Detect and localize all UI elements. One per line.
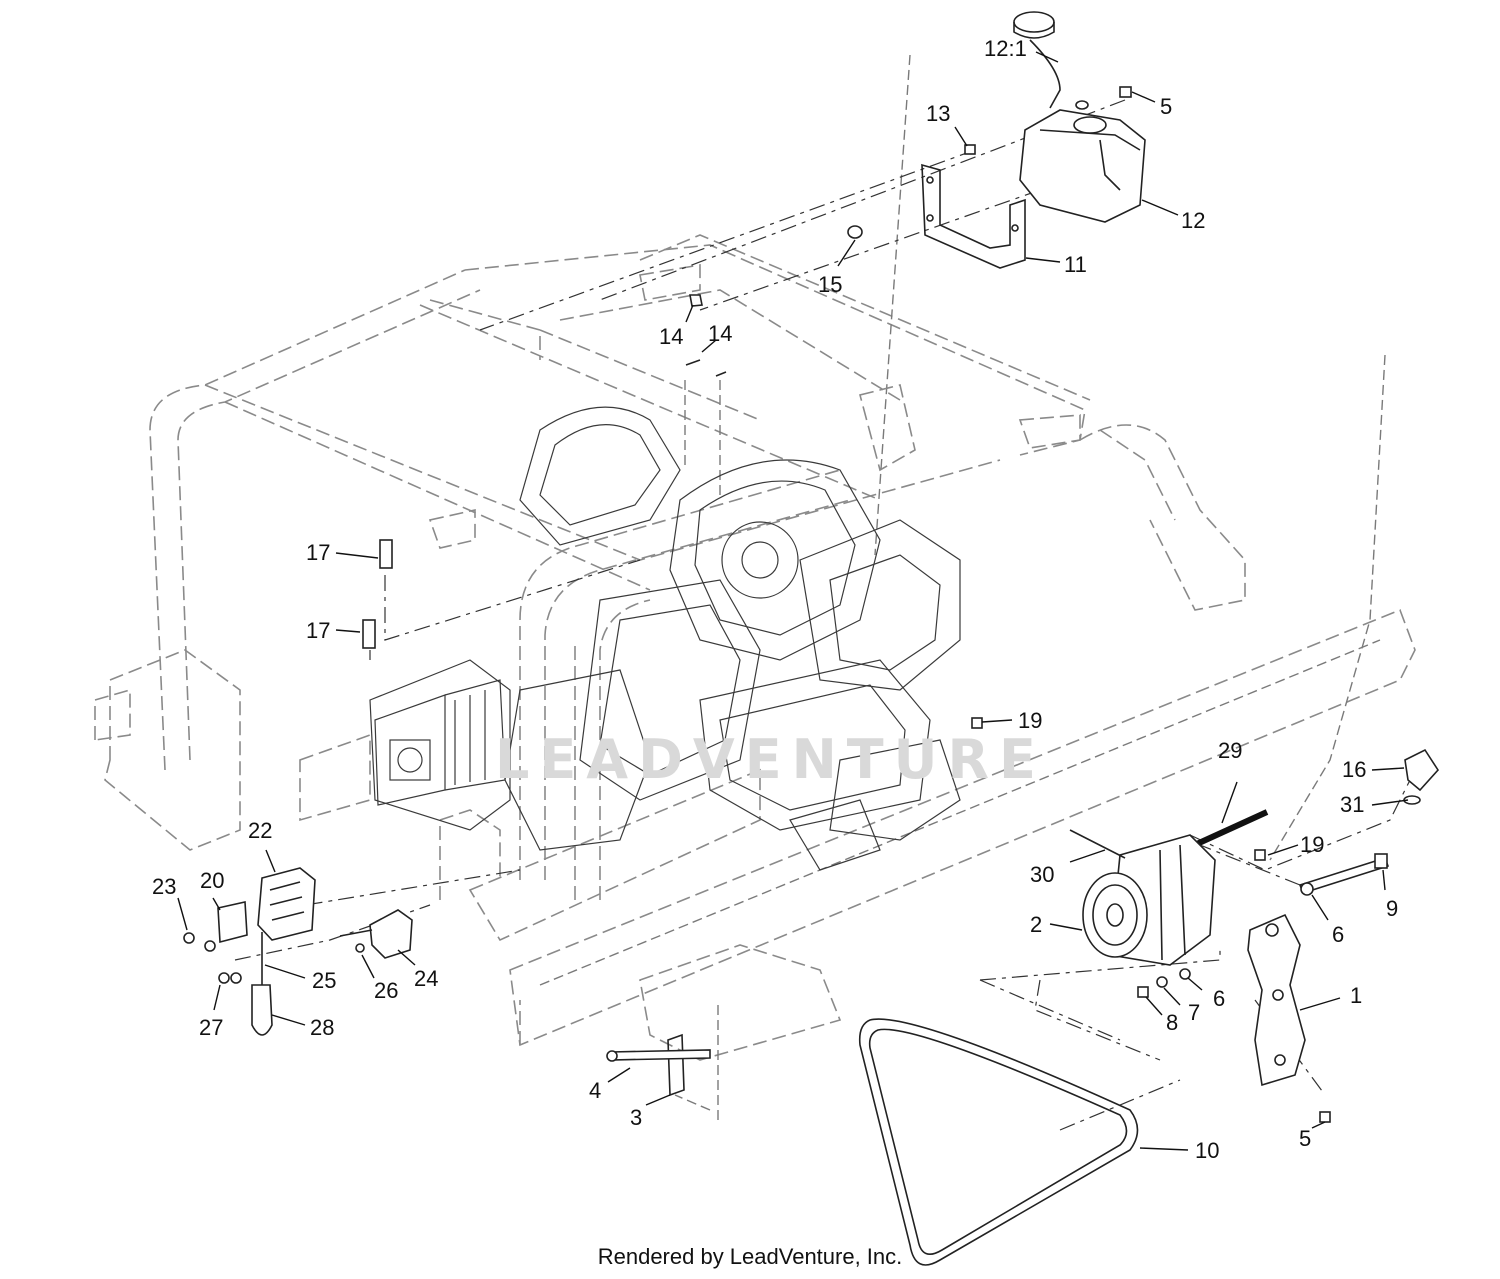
callout-7: 7 bbox=[1188, 1000, 1200, 1025]
bolt-9 bbox=[1298, 853, 1390, 896]
callout-26: 26 bbox=[374, 978, 398, 1003]
leader-lines bbox=[177, 51, 1409, 1151]
callout-29: 29 bbox=[1218, 738, 1242, 763]
callout-9: 9 bbox=[1386, 896, 1398, 921]
callout-6-a: 6 bbox=[1332, 922, 1344, 947]
callout-30: 30 bbox=[1030, 862, 1054, 887]
lower-bracket bbox=[606, 1033, 711, 1097]
callout-10: 10 bbox=[1195, 1138, 1219, 1163]
callout-15: 15 bbox=[818, 272, 842, 297]
callout-20: 20 bbox=[200, 868, 224, 893]
callout-16: 16 bbox=[1342, 757, 1366, 782]
engine-assembly bbox=[369, 406, 961, 871]
callout-11: 11 bbox=[1064, 252, 1087, 277]
coolant-tank-cap bbox=[1013, 11, 1061, 109]
control-module bbox=[217, 867, 316, 944]
coolant-tank bbox=[1019, 100, 1146, 223]
callout-19-a: 19 bbox=[1018, 708, 1042, 733]
callout-19-b: 19 bbox=[1300, 832, 1324, 857]
tank-bracket bbox=[921, 163, 1026, 269]
callout-labels: 12:1 5 13 12 11 15 14 14 17 17 19 16 29 … bbox=[152, 36, 1398, 1163]
footer-credit: Rendered by LeadVenture, Inc. bbox=[598, 1244, 903, 1269]
assembly-lines bbox=[234, 99, 1411, 1131]
callout-6-b: 6 bbox=[1213, 986, 1225, 1011]
callout-12: 12 bbox=[1181, 208, 1205, 233]
callout-8: 8 bbox=[1166, 1010, 1178, 1035]
callout-2: 2 bbox=[1030, 912, 1042, 937]
elbow-fitting bbox=[1403, 748, 1440, 805]
callout-5-bottom: 5 bbox=[1299, 1126, 1311, 1151]
actuator bbox=[339, 909, 413, 959]
drive-belt bbox=[858, 1018, 1139, 1266]
callout-14-a: 14 bbox=[659, 324, 683, 349]
callout-13: 13 bbox=[926, 101, 950, 126]
compressor-bracket bbox=[1247, 913, 1306, 1087]
callout-28: 28 bbox=[310, 1015, 334, 1040]
callout-27: 27 bbox=[199, 1015, 223, 1040]
hardware bbox=[362, 86, 1331, 1123]
callout-1: 1 bbox=[1350, 983, 1362, 1008]
callout-24: 24 bbox=[414, 966, 438, 991]
callout-17-b: 17 bbox=[306, 618, 330, 643]
vehicle-frame bbox=[94, 54, 1416, 1120]
washers bbox=[1137, 968, 1191, 998]
callout-5-top: 5 bbox=[1160, 94, 1172, 119]
callout-14-b: 14 bbox=[708, 321, 732, 346]
callout-17-a: 17 bbox=[306, 540, 330, 565]
callout-22: 22 bbox=[248, 818, 272, 843]
ac-compressor bbox=[1069, 829, 1216, 966]
callout-12-1: 12:1 bbox=[984, 36, 1027, 61]
callout-23: 23 bbox=[152, 874, 176, 899]
callout-4: 4 bbox=[589, 1078, 601, 1103]
callout-25: 25 bbox=[312, 968, 336, 993]
callout-31: 31 bbox=[1340, 792, 1364, 817]
watermark: LEADVENTURE bbox=[495, 728, 1046, 791]
hose bbox=[1186, 809, 1269, 851]
shift-knob bbox=[183, 932, 273, 1036]
callout-3: 3 bbox=[630, 1105, 642, 1130]
